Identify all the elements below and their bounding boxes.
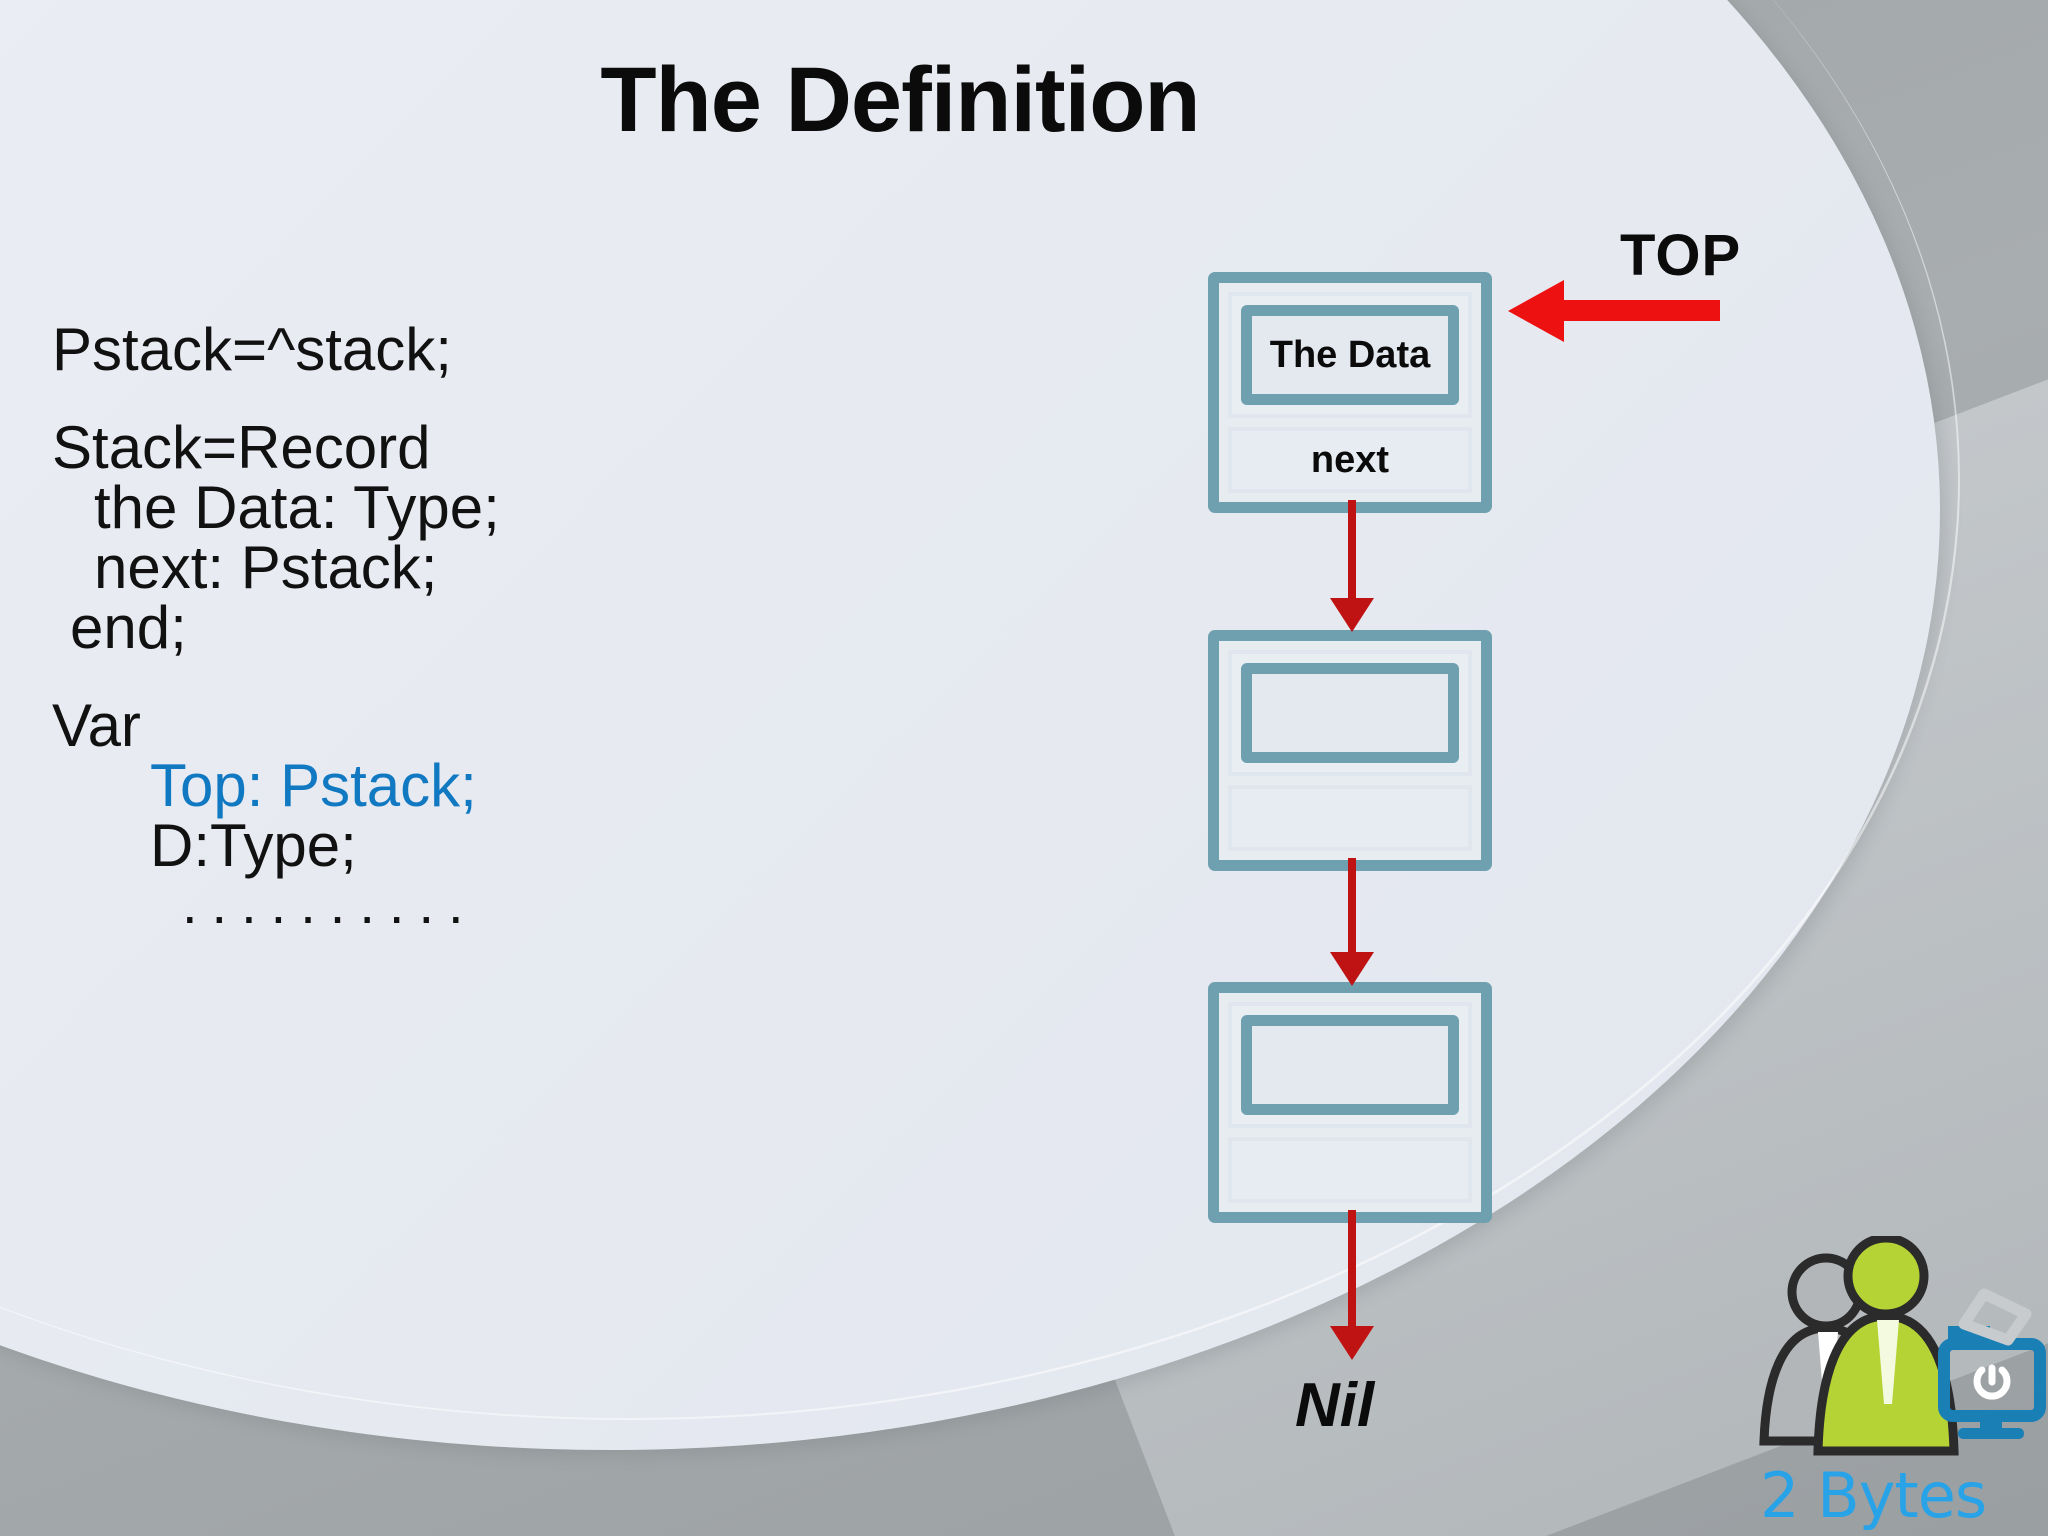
code-line: Pstack=^stack; (52, 316, 452, 383)
code-line: end; (70, 594, 187, 661)
code-line: the Data: Type; (94, 474, 500, 541)
brand-logo: 2 Bytes (1758, 1233, 2048, 1536)
page-title: The Definition (600, 49, 1200, 151)
code-line: Var (52, 692, 141, 759)
code-line: next: Pstack; (94, 534, 438, 601)
code-line: D:Type; (150, 812, 357, 879)
code-line: Stack=Record (52, 414, 431, 481)
logo-brand-text: 2 Bytes (1760, 1459, 1987, 1532)
monitor-icon (1938, 1288, 2046, 1439)
code-definition-block: Pstack=^stack; Stack=Record the Data: Ty… (52, 320, 752, 970)
code-line-top-declaration: Top: Pstack; (150, 752, 477, 819)
logo-artwork-icon (1759, 1233, 2046, 1456)
code-line-ellipsis: .......... (182, 872, 478, 935)
person-green-icon (1813, 1233, 1959, 1456)
code-paragraph-var: Var Top: Pstack; D:Type; .......... (52, 696, 752, 932)
code-paragraph-record: Stack=Record the Data: Type; next: Pstac… (52, 418, 752, 658)
code-paragraph-pstack: Pstack=^stack; (52, 320, 752, 380)
